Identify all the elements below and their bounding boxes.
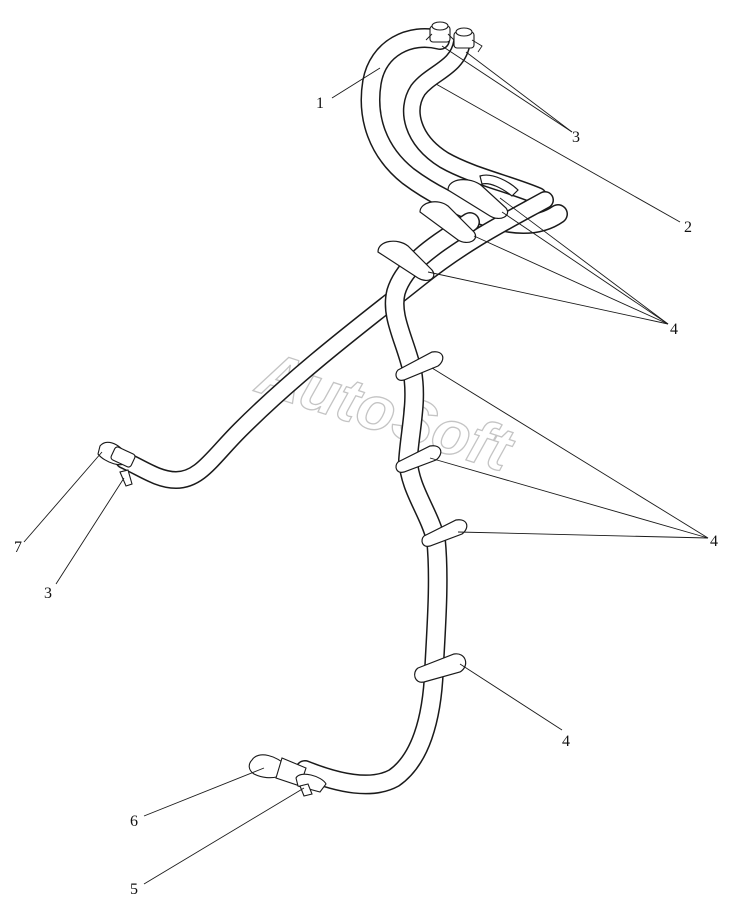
top-fitting-left bbox=[425, 21, 455, 43]
top-fitting-right bbox=[453, 27, 483, 53]
vertical-hose bbox=[295, 212, 480, 795]
callout-3-left: 3 bbox=[44, 585, 52, 602]
callout-5: 5 bbox=[130, 881, 138, 898]
clamp-mid-3 bbox=[421, 519, 468, 547]
clamp-upper-3 bbox=[377, 240, 435, 282]
clamp-mid-1 bbox=[395, 351, 444, 381]
callout-6: 6 bbox=[130, 813, 138, 830]
callout-4-mid: 4 bbox=[710, 533, 718, 550]
callout-3-top: 3 bbox=[572, 129, 580, 146]
left-end-fitting bbox=[97, 441, 136, 487]
clamp-band-top bbox=[479, 174, 519, 197]
callout-1: 1 bbox=[316, 95, 324, 112]
inner-loop-hose bbox=[402, 33, 547, 205]
callout-7: 7 bbox=[14, 539, 22, 556]
callout-4-top: 4 bbox=[670, 321, 678, 338]
callout-2: 2 bbox=[684, 219, 692, 236]
clamp-upper-1 bbox=[447, 179, 509, 220]
clamp-upper-2 bbox=[419, 201, 477, 244]
watermark: AutoSoft bbox=[248, 338, 522, 486]
long-diagonal-hose bbox=[115, 191, 554, 489]
bottom-end-fitting bbox=[248, 754, 327, 797]
callout-4-low: 4 bbox=[562, 733, 570, 750]
clamp-low bbox=[414, 653, 467, 683]
leader-lines bbox=[23, 45, 709, 885]
